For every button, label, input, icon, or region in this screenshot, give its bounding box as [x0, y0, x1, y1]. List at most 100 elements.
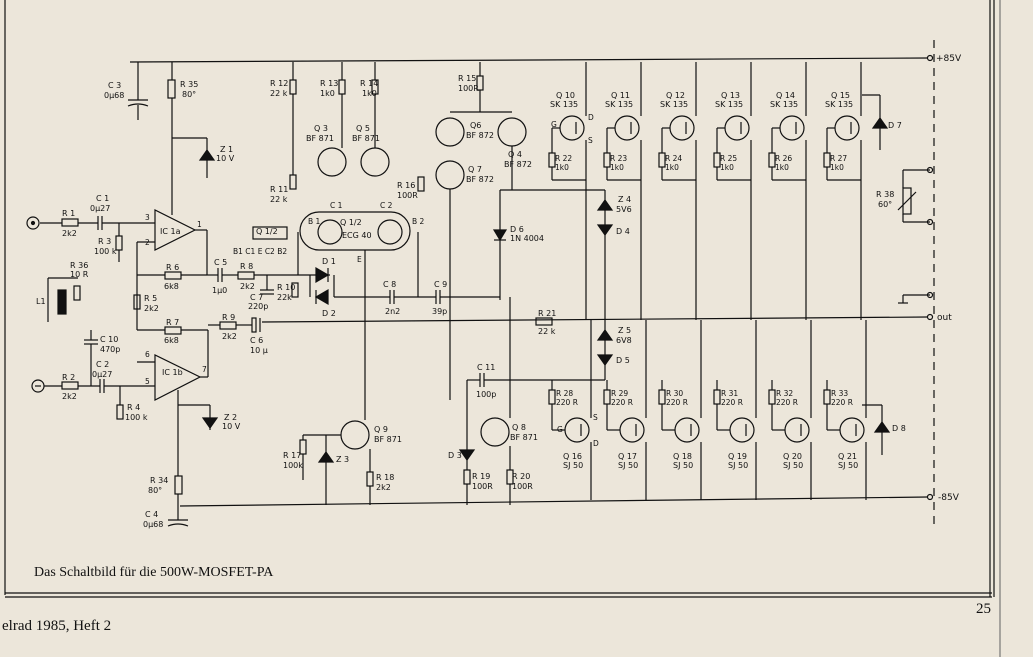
q9-symbol — [340, 420, 370, 450]
rail-neg-line — [179, 496, 929, 507]
upper-mosfet-5 — [779, 115, 805, 141]
r13-label: R 13 — [320, 79, 338, 88]
r35-body — [167, 79, 176, 99]
z5-value: 6V8 — [616, 336, 632, 345]
c1-value: 0µ27 — [90, 204, 110, 213]
r17-value: 100k — [283, 461, 303, 470]
q12-e: E — [357, 255, 362, 264]
q7-symbol — [435, 160, 465, 190]
q8-symbol — [480, 417, 510, 447]
lower-mosfet-type-1: SJ 50 — [563, 461, 583, 470]
d3-diode — [458, 449, 476, 462]
c6-value: 10 µ — [250, 346, 268, 355]
drain-letter-lower: D — [593, 439, 599, 448]
journal-footer: elrad 1985, Heft 2 — [2, 618, 112, 634]
q6-value: BF 872 — [466, 131, 494, 140]
r5-body — [133, 294, 141, 310]
z5-label: Z 5 — [618, 326, 631, 335]
upper-mosfet-type-1: SK 135 — [550, 100, 578, 109]
upper-mosfet-label-1: Q 10 — [556, 91, 575, 100]
r36-value: 10 R — [70, 270, 89, 279]
c4-plate2 — [167, 523, 189, 527]
input-pos-dot — [30, 220, 36, 226]
r2-label: R 2 — [62, 373, 75, 382]
lower-mosfet-type-6: SJ 50 — [838, 461, 858, 470]
d3-label: D 3 — [448, 451, 462, 460]
d7-diode — [871, 116, 889, 129]
q8-value: BF 871 — [510, 433, 538, 442]
r9-body — [219, 321, 237, 330]
r4-value: 100 k — [125, 413, 148, 422]
lower-gate-resistor-1 — [548, 389, 556, 405]
lower-mosfet-label-3: Q 18 — [673, 452, 692, 461]
upper-mosfet-type-5: SK 135 — [770, 100, 798, 109]
r19-label: R 19 — [472, 472, 490, 481]
upper-mosfet-label-4: Q 13 — [721, 91, 740, 100]
lower-resistor-label-5: R 32 — [776, 389, 793, 398]
r5-label: R 5 — [144, 294, 157, 303]
upper-resistor-label-6: R 27 — [830, 154, 847, 163]
lower-mosfet-type-5: SJ 50 — [783, 461, 803, 470]
r2-value: 2k2 — [62, 392, 77, 401]
upper-resistor-value-1: 1k0 — [555, 163, 569, 172]
q5-value: BF 871 — [352, 134, 380, 143]
d1-label: D 1 — [322, 257, 336, 266]
lower-gate-resistor-5 — [768, 389, 776, 405]
c9-value: 39p — [432, 307, 447, 316]
lower-gate-resistor-6 — [823, 389, 831, 405]
c1-label: C 1 — [96, 194, 109, 203]
r12-body — [289, 79, 297, 95]
source-letter-upper: S — [588, 136, 593, 145]
r35-label: R 35 — [180, 80, 198, 89]
lower-mosfet-type-3: SJ 50 — [673, 461, 693, 470]
upper-mosfet-2 — [614, 115, 640, 141]
z1-label: Z 1 — [220, 145, 233, 154]
lower-mosfet-2 — [619, 417, 645, 443]
z1-value: 10 V — [216, 154, 235, 163]
ic1b-label: IC 1b — [162, 368, 183, 377]
r9-label: R 9 — [222, 313, 235, 322]
upper-resistor-value-4: 1k0 — [720, 163, 734, 172]
d4-label: D 4 — [616, 227, 630, 236]
upper-mosfet-type-2: SK 135 — [605, 100, 633, 109]
upper-resistor-label-5: R 26 — [775, 154, 792, 163]
q12box-label: Q 1/2 — [256, 227, 278, 236]
l1-label: L1 — [36, 297, 46, 306]
r18-label: R 18 — [376, 473, 394, 482]
r19-value: 100R — [472, 482, 493, 491]
r38-body — [902, 187, 912, 215]
lower-resistor-value-6: 220 R — [831, 398, 853, 407]
lower-mosfet-label-2: Q 17 — [618, 452, 637, 461]
z2-label: Z 2 — [224, 413, 237, 422]
z4-diode — [596, 198, 614, 211]
q1-value: ECG 40 — [342, 231, 372, 240]
r21-body — [535, 317, 553, 326]
upper-resistor-value-3: 1k0 — [665, 163, 679, 172]
q12-pinbox — [252, 226, 288, 240]
d1-diode — [315, 266, 330, 284]
c8-label: C 8 — [383, 280, 396, 289]
lower-mosfet-6 — [839, 417, 865, 443]
r10-body — [291, 282, 299, 298]
lower-resistor-value-3: 220 R — [666, 398, 688, 407]
d2-diode — [314, 288, 329, 306]
r38-term2 — [926, 218, 934, 226]
lower-resistor-label-4: R 31 — [721, 389, 738, 398]
r12-label: R 12 — [270, 79, 288, 88]
r3-value: 100 k — [94, 247, 117, 256]
lower-resistor-label-3: R 30 — [666, 389, 683, 398]
q7-label: Q 7 — [468, 165, 482, 174]
l1-coil — [57, 289, 67, 315]
c9-label: C 9 — [434, 280, 447, 289]
r1-body — [61, 218, 79, 227]
lower-mosfet-label-1: Q 16 — [563, 452, 582, 461]
r14-label: R 14 — [360, 79, 378, 88]
r34-value: 80° — [148, 486, 162, 495]
q4-value: BF 872 — [504, 160, 532, 169]
lower-resistor-label-1: R 28 — [556, 389, 573, 398]
d5-label: D 5 — [616, 356, 630, 365]
q7-value: BF 872 — [466, 175, 494, 184]
z2-diode — [201, 417, 219, 430]
c11-label: C 11 — [477, 363, 495, 372]
